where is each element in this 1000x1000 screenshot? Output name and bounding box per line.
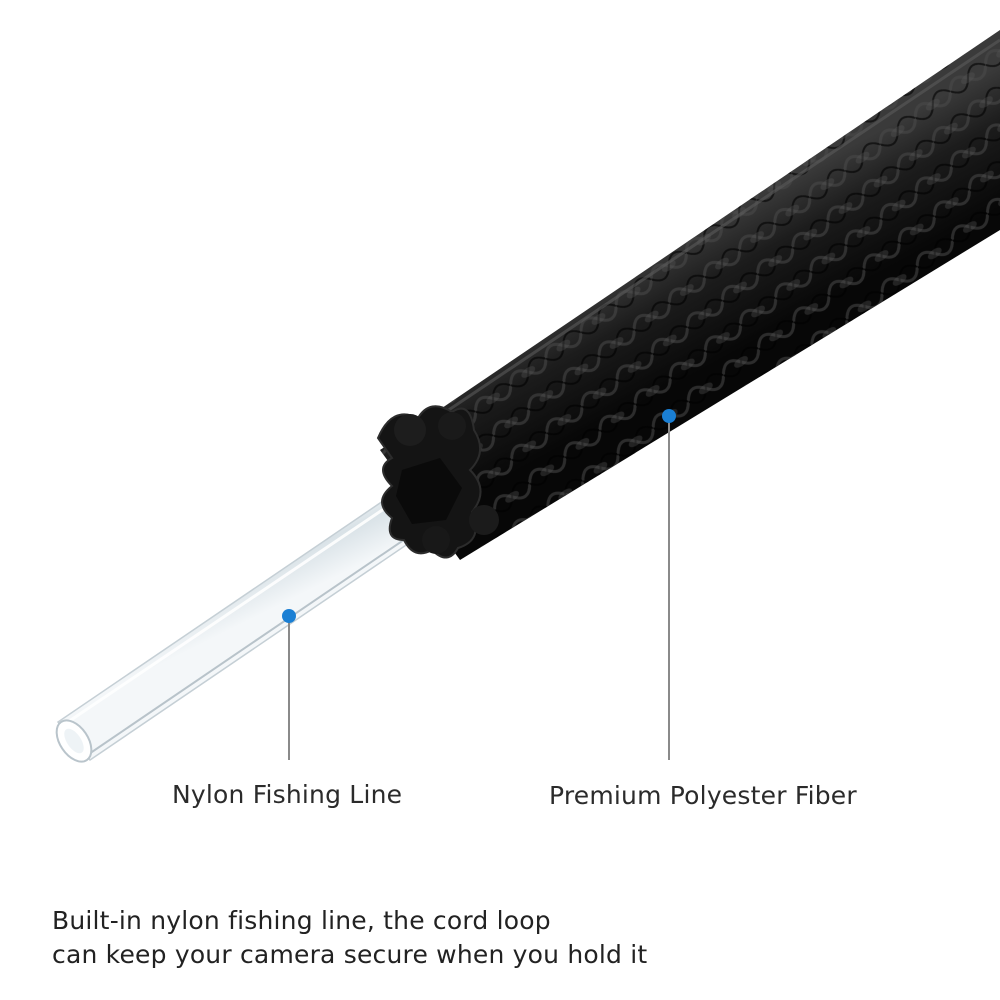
nylon-marker-dot bbox=[282, 609, 296, 623]
premium-polyester-fiber-label: Premium Polyester Fiber bbox=[549, 781, 857, 810]
caption-line-1: Built-in nylon fishing line, the cord lo… bbox=[52, 906, 551, 935]
caption-line-2: can keep your camera secure when you hol… bbox=[52, 940, 648, 969]
braided-sleeve-graphic bbox=[376, 30, 1000, 560]
polyester-marker-dot bbox=[662, 409, 676, 423]
nylon-core-graphic bbox=[55, 482, 442, 763]
nylon-fishing-line-label: Nylon Fishing Line bbox=[172, 780, 403, 809]
